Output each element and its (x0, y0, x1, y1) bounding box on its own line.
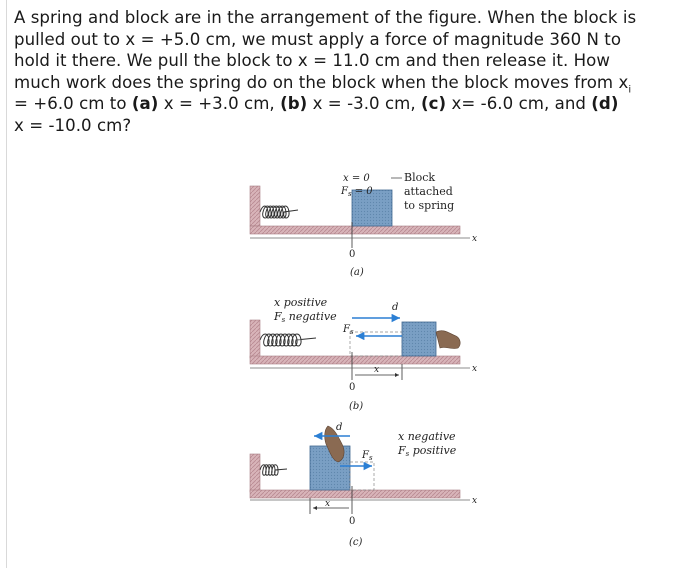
part-c-value: x= -6.0 cm, and (446, 94, 592, 114)
axis-x-label-c: x (472, 496, 477, 506)
fs-positive-label: Fs positive (397, 444, 457, 458)
left-margin-rule (6, 0, 7, 568)
wall-b (249, 319, 261, 359)
problem-line-1: A spring and block are in the arrangemen… (14, 8, 637, 27)
block-label-line1: Block (404, 171, 435, 184)
x-eq-zero-label: x = 0 (343, 173, 370, 184)
part-b-value: x = -3.0 cm, (307, 94, 422, 114)
block-label-line2: attached (404, 185, 453, 198)
x-negative-label: x negative (398, 430, 456, 443)
axis-x-label-a: x (472, 234, 477, 244)
part-c-label: (c) (421, 94, 447, 114)
panel-c: x negative Fs positive d Fs x x 0 (c) (249, 422, 477, 548)
floor-b (249, 355, 461, 365)
block-a (351, 189, 393, 227)
line5-start: = +6.0 cm to (14, 94, 132, 114)
floor-c (249, 489, 461, 499)
spring-c (259, 464, 288, 476)
panel-a: x = 0 Fs = 0 Block attached to spring x … (249, 171, 477, 278)
problem-line-4: much work does the spring do on the bloc… (14, 72, 694, 96)
problem-line-3: hold it there. We pull the block to x = … (14, 51, 610, 71)
fs-negative-label: Fs negative (273, 310, 337, 324)
block-b (401, 321, 437, 357)
part-b-label: (b) (280, 94, 308, 114)
subscript-i: i (628, 84, 632, 96)
problem-text: A spring and block are in the arrangemen… (14, 7, 694, 137)
part-a-value: x = +3.0 cm, (158, 94, 281, 114)
caption-c: (c) (349, 537, 363, 548)
x-positive-label: x positive (274, 296, 328, 309)
x-distance-label-b: x (374, 365, 379, 375)
wall-a (249, 185, 261, 227)
zero-label-c: 0 (349, 516, 355, 527)
zero-label-b: 0 (349, 382, 355, 393)
wall-c (249, 453, 261, 493)
floor-a (249, 225, 461, 235)
d-label-b: d (392, 302, 398, 313)
hand-b (435, 330, 461, 349)
spring-b (259, 333, 317, 347)
x-distance-label-c: x (325, 499, 330, 509)
spring-a (259, 205, 299, 219)
problem-line-6: x = -10.0 cm? (14, 115, 132, 135)
problem-line-2: pulled out to x = +5.0 cm, we must apply… (14, 29, 622, 49)
block-label-line3: to spring (404, 199, 454, 212)
fs-eq-zero-label: Fs = 0 (340, 186, 373, 198)
axis-x-label-b: x (472, 364, 477, 374)
d-label-c: d (336, 422, 342, 433)
block-ghost-b (349, 331, 403, 357)
problem-line-5: = +6.0 cm to (a) x = +3.0 cm, (b) x = -3… (14, 93, 694, 115)
part-d-label: (d) (591, 94, 619, 114)
fs-vector-label-b: Fs (342, 324, 354, 336)
caption-a: (a) (350, 267, 364, 278)
part-a-label: (a) (131, 94, 159, 114)
problem-line-4-text: much work does the spring do on the bloc… (14, 72, 629, 92)
zero-label-a: 0 (349, 249, 355, 260)
caption-b: (b) (349, 401, 363, 412)
hand-c (324, 425, 345, 463)
panel-b: x positive Fs negative d Fs x x 0 (b) (249, 296, 477, 412)
fs-vector-label-c: Fs (361, 450, 373, 462)
block-ghost-c (349, 461, 375, 491)
